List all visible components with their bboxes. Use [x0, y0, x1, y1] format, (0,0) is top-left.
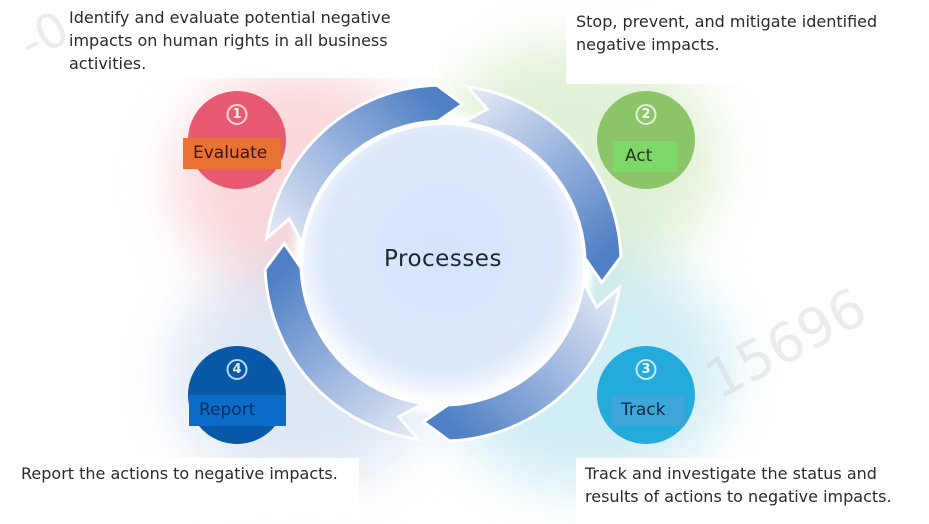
arrow-to-act	[264, 83, 466, 248]
evaluate-label: Evaluate	[183, 138, 281, 169]
step-report: 4 Report	[188, 346, 286, 444]
report-label: Report	[189, 395, 286, 426]
center-circle	[303, 125, 583, 405]
track-description: Track and investigate the status and res…	[576, 458, 929, 524]
arrow-to-report	[420, 278, 622, 443]
step-act: 2 Act	[597, 91, 695, 189]
center-label: Processes	[384, 246, 502, 272]
number-3-icon: 3	[635, 359, 657, 380]
number-2-icon: 2	[635, 104, 657, 125]
number-4-icon: 4	[226, 359, 248, 380]
act-label: Act	[613, 141, 677, 172]
report-description: Report the actions to negative impacts.	[12, 458, 359, 522]
step-track: 3 Track	[597, 346, 695, 444]
evaluate-description: Identify and evaluate potential negative…	[60, 6, 439, 78]
number-1-icon: 1	[226, 104, 248, 125]
track-label: Track	[611, 395, 685, 426]
arrow-to-track	[458, 84, 623, 286]
act-description: Stop, prevent, and mitigate identified n…	[566, 10, 916, 84]
arrow-to-evaluate	[263, 240, 428, 442]
step-evaluate: 1 Evaluate	[183, 91, 286, 189]
